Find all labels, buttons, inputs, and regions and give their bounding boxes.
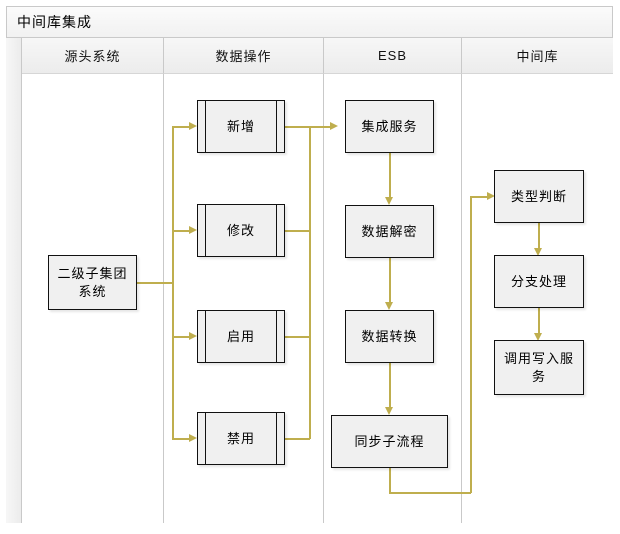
node-mid-typecheck[interactable]: 类型判断 — [494, 170, 584, 223]
node-op-disable[interactable]: 禁用 — [197, 412, 285, 465]
node-esb-service[interactable]: 集成服务 — [345, 100, 434, 153]
lane-header-dataop: 数据操作 — [164, 38, 324, 74]
node-mid-writecall-line2: 务 — [531, 368, 546, 384]
edge-subflow-to-typecheck — [470, 196, 488, 198]
edge-subflow-down — [389, 468, 391, 493]
edge-modify-out — [285, 230, 310, 232]
edge-source-to-modify — [172, 230, 190, 232]
edge-disable-out — [285, 438, 310, 440]
edge-enable-out — [285, 336, 310, 338]
diagram-title: 中间库集成 — [6, 6, 613, 38]
node-esb-transform[interactable]: 数据转换 — [345, 310, 434, 363]
node-mid-writecall-line1: 调用写入服 — [503, 350, 574, 366]
arrowhead-to-disable — [189, 434, 197, 442]
edge-source-trunk — [172, 126, 174, 438]
node-source-system-line2: 系统 — [78, 283, 107, 299]
lane-header-midlib: 中间库 — [462, 38, 613, 74]
node-source-system[interactable]: 二级子集团 系统 — [48, 255, 137, 310]
edge-ops-to-esb — [309, 126, 331, 128]
arrowhead-to-decrypt — [385, 197, 393, 205]
edge-source-stub — [137, 282, 173, 284]
edge-decrypt-to-transform — [389, 257, 391, 302]
node-mid-branch[interactable]: 分支处理 — [494, 255, 584, 308]
arrowhead-to-modify — [189, 226, 197, 234]
edge-service-to-decrypt — [389, 152, 391, 197]
edge-source-to-enable — [172, 336, 190, 338]
node-op-modify[interactable]: 修改 — [197, 204, 285, 257]
arrowhead-to-branch — [534, 248, 542, 256]
node-mid-writecall[interactable]: 调用写入服 务 — [494, 340, 584, 395]
edge-source-to-disable — [172, 438, 190, 440]
node-op-add[interactable]: 新增 — [197, 100, 285, 153]
arrowhead-to-transform — [385, 302, 393, 310]
arrowhead-to-add — [189, 122, 197, 130]
pool-name-strip — [6, 38, 22, 523]
arrowhead-to-esb-service — [330, 122, 338, 130]
arrowhead-to-writecall — [534, 333, 542, 341]
edge-subflow-right — [389, 492, 471, 494]
lane-header-source: 源头系统 — [22, 38, 164, 74]
arrowhead-to-typecheck — [487, 192, 495, 200]
edge-source-to-add — [172, 126, 190, 128]
edge-subflow-up — [470, 196, 472, 493]
arrowhead-to-subflow — [385, 407, 393, 415]
edge-typecheck-to-branch — [538, 223, 540, 248]
edge-branch-to-writecall — [538, 308, 540, 333]
edge-ops-merge-trunk — [309, 126, 311, 439]
edge-add-out — [285, 126, 310, 128]
lane-header-esb: ESB — [324, 38, 462, 74]
node-esb-subflow[interactable]: 同步子流程 — [331, 415, 448, 468]
edge-transform-to-subflow — [389, 362, 391, 407]
arrowhead-to-enable — [189, 332, 197, 340]
node-op-enable[interactable]: 启用 — [197, 310, 285, 363]
node-esb-decrypt[interactable]: 数据解密 — [345, 205, 434, 258]
node-source-system-line1: 二级子集团 — [57, 265, 128, 281]
